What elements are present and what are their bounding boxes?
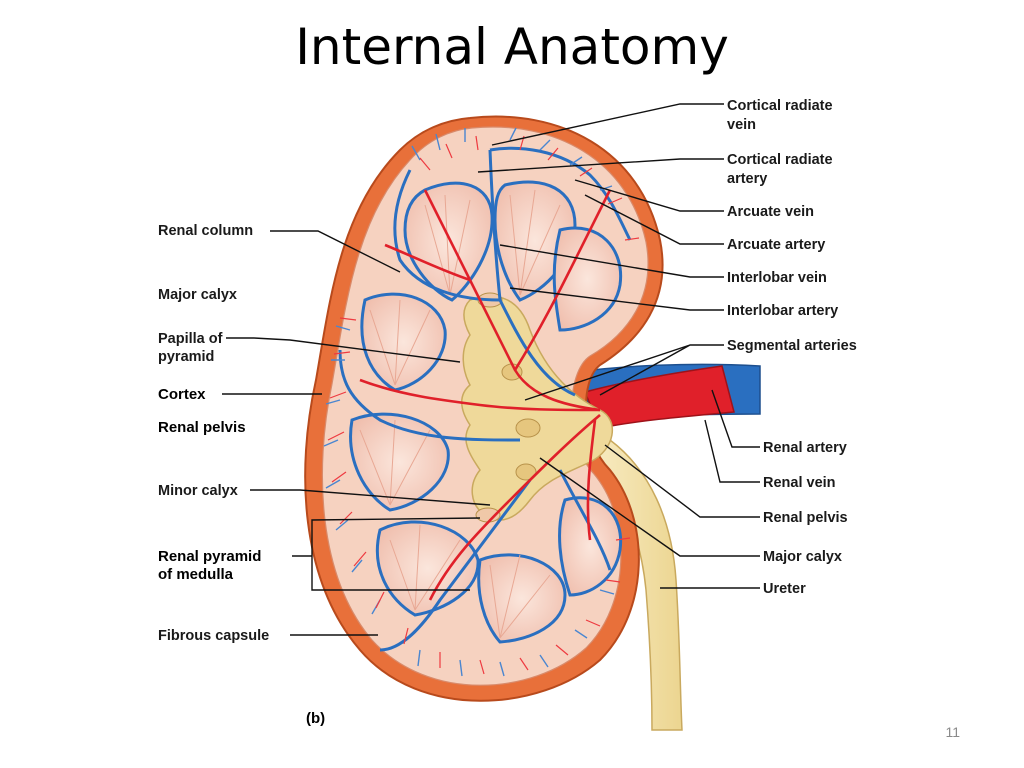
label-fibrous-capsule: Fibrous capsule bbox=[158, 628, 269, 644]
label-renal-pelvis-right: Renal pelvis bbox=[763, 510, 848, 526]
label-renal-artery: Renal artery bbox=[763, 440, 847, 456]
label-papilla-line2: pyramid bbox=[158, 349, 214, 365]
veins bbox=[338, 146, 632, 652]
pyramid-striations bbox=[359, 189, 561, 639]
vein-branches bbox=[323, 127, 615, 677]
label-renal-pyramid-line2: of medulla bbox=[158, 566, 234, 583]
label-cortical-radiate-artery-line2: artery bbox=[727, 171, 767, 187]
label-arcuate-vein: Arcuate vein bbox=[727, 204, 814, 220]
label-renal-vein: Renal vein bbox=[763, 475, 836, 491]
label-arcuate-artery: Arcuate artery bbox=[727, 237, 825, 253]
label-minor-calyx: Minor calyx bbox=[158, 483, 238, 499]
label-interlobar-artery: Interlobar artery bbox=[727, 303, 838, 319]
label-major-calyx-right: Major calyx bbox=[763, 549, 842, 565]
label-renal-column: Renal column bbox=[158, 223, 253, 239]
renal-artery bbox=[583, 365, 735, 429]
slide-number: 11 bbox=[945, 724, 960, 740]
renal-pyramids bbox=[349, 180, 623, 644]
leader-lines-right bbox=[477, 103, 760, 589]
leader-lines-left bbox=[222, 230, 491, 636]
label-segmental-arteries: Segmental arteries bbox=[727, 338, 857, 354]
label-ureter: Ureter bbox=[763, 581, 806, 597]
label-major-calyx-left: Major calyx bbox=[158, 287, 237, 303]
arteries bbox=[359, 189, 612, 601]
label-cortical-radiate-vein-line1: Cortical radiate bbox=[727, 98, 833, 114]
label-cortical-radiate-artery-line1: Cortical radiate bbox=[727, 152, 833, 168]
slide-title: Internal Anatomy bbox=[295, 18, 729, 76]
label-cortex: Cortex bbox=[158, 386, 206, 403]
label-renal-pelvis-left: Renal pelvis bbox=[158, 419, 246, 436]
label-interlobar-vein: Interlobar vein bbox=[727, 270, 827, 286]
figure-label: (b) bbox=[306, 710, 325, 727]
label-renal-pyramid-line1: Renal pyramid bbox=[158, 548, 261, 565]
artery-branches bbox=[327, 135, 640, 675]
label-cortical-radiate-vein-line2: vein bbox=[727, 117, 756, 133]
label-papilla-line1: Papilla of bbox=[158, 331, 223, 347]
